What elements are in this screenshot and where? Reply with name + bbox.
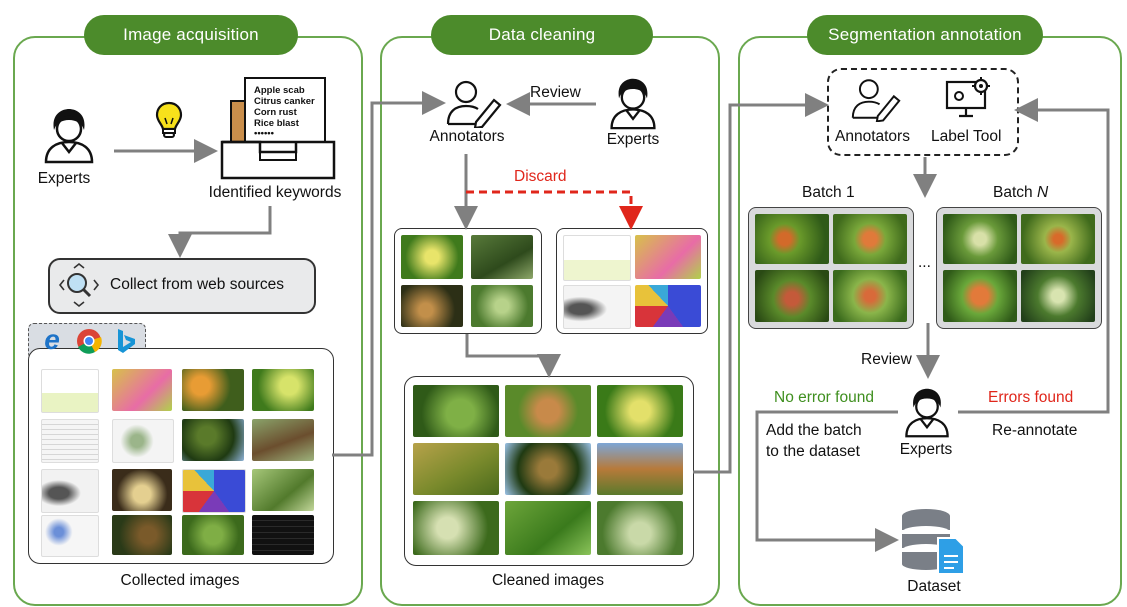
collected-thumb (182, 469, 246, 513)
experts-person-icon (610, 78, 656, 130)
cleaned-images-label: Cleaned images (491, 572, 604, 589)
cleaned-thumb (505, 501, 591, 555)
re-annotate-label: Re-annotate (992, 422, 1078, 439)
experts-label-seg: Experts (899, 441, 953, 458)
lightbulb-icon (155, 101, 183, 138)
cleaned-thumb (597, 385, 683, 437)
batch-1-label: Batch 1 (802, 184, 855, 201)
collected-thumb (41, 515, 99, 557)
discarded-thumb (635, 235, 701, 279)
kept-thumb (471, 285, 533, 327)
discarded-thumb (563, 285, 631, 329)
batch-thumb (1021, 270, 1095, 322)
errors-found-label: Errors found (988, 389, 1074, 406)
batch-ellipsis: ... (918, 254, 931, 271)
keyword-item: Rice blast (254, 118, 299, 129)
file-tray-icon (220, 140, 336, 180)
discarded-thumb (563, 235, 631, 281)
ie-icon: e (44, 324, 60, 355)
review-label-seg: Review (861, 351, 912, 368)
collected-thumb (252, 419, 314, 461)
panel-title-image-acquisition: Image acquisition (84, 15, 298, 55)
experts-label-acquisition: Experts (37, 170, 91, 187)
experts-person-icon (905, 388, 949, 438)
batch-n-prefix: Batch (993, 184, 1037, 201)
batch-thumb (943, 214, 1017, 264)
label-tool-gear-icon (945, 77, 990, 118)
kept-thumb (471, 235, 533, 279)
collected-thumb (112, 419, 174, 463)
collected-thumb (182, 419, 244, 461)
panel-title-data-cleaning: Data cleaning (431, 15, 653, 55)
batch-thumb (943, 270, 1017, 322)
batch-thumb (833, 214, 907, 264)
experts-person-icon (44, 109, 94, 164)
collected-images-box (28, 348, 334, 564)
collected-thumb (112, 515, 172, 555)
dataset-database-icon (902, 509, 965, 575)
collected-thumb (41, 419, 99, 463)
collected-images-label: Collected images (120, 572, 240, 589)
experts-label-cleaning: Experts (606, 131, 660, 148)
kept-thumb (401, 285, 463, 327)
no-error-found-label: No error found (774, 389, 874, 406)
discard-label: Discard (514, 168, 567, 185)
collected-thumb (252, 369, 314, 411)
annotation-tools-box: Annotators Label Tool (827, 68, 1019, 156)
keyword-item: •••••• (254, 128, 274, 139)
keyword-item: Corn rust (254, 107, 297, 118)
panel-title-segmentation: Segmentation annotation (807, 15, 1043, 55)
collected-thumb (112, 369, 172, 411)
collected-thumb (41, 469, 99, 513)
chrome-icon (77, 329, 102, 354)
batch-n-box (936, 207, 1102, 329)
cleaned-images-box (404, 376, 694, 566)
batch-thumb (755, 214, 829, 264)
batch-1-box (748, 207, 914, 329)
keyword-item: Citrus canker (254, 96, 315, 107)
batch-thumb (833, 270, 907, 322)
add-batch-label-line2: to the dataset (766, 443, 860, 460)
search-magnifier-icon (58, 262, 100, 308)
review-label-cleaning: Review (530, 84, 581, 101)
batch-thumb (1021, 214, 1095, 264)
add-batch-label-line1: Add the batch (766, 422, 862, 439)
cleaned-thumb (413, 385, 499, 437)
discarded-images-box (556, 228, 708, 334)
batch-n-label: Batch N (993, 184, 1048, 202)
annotators-label-cleaning: Annotators (429, 128, 505, 145)
annotators-label-seg: Annotators (835, 128, 910, 145)
kept-thumb (401, 235, 463, 279)
batch-n-var: N (1036, 184, 1049, 201)
dataset-label: Dataset (907, 578, 961, 595)
cleaned-thumb (597, 501, 683, 555)
batch-thumb (755, 270, 829, 322)
collected-thumb (252, 515, 314, 555)
collect-label: Collect from web sources (110, 276, 285, 293)
collected-thumb (41, 369, 99, 413)
collected-thumb (182, 515, 244, 555)
identified-keywords-label: Identified keywords (208, 184, 342, 201)
cleaned-thumb (597, 443, 683, 495)
collected-thumb (112, 469, 172, 511)
annotator-pen-icon (851, 79, 901, 122)
discarded-thumb (635, 285, 701, 327)
keyword-item: Apple scab (254, 85, 305, 96)
bing-icon (118, 329, 135, 353)
collected-thumb (252, 469, 314, 511)
cleaned-thumb (505, 443, 591, 495)
kept-images-box (394, 228, 542, 334)
cleaned-thumb (505, 385, 591, 437)
annotator-pen-icon (446, 80, 502, 128)
collected-thumb (182, 369, 244, 411)
collect-from-web-box: Collect from web sources (48, 258, 316, 314)
cleaned-thumb (413, 443, 499, 495)
cleaned-thumb (413, 501, 499, 555)
label-tool-label: Label Tool (931, 128, 1002, 145)
